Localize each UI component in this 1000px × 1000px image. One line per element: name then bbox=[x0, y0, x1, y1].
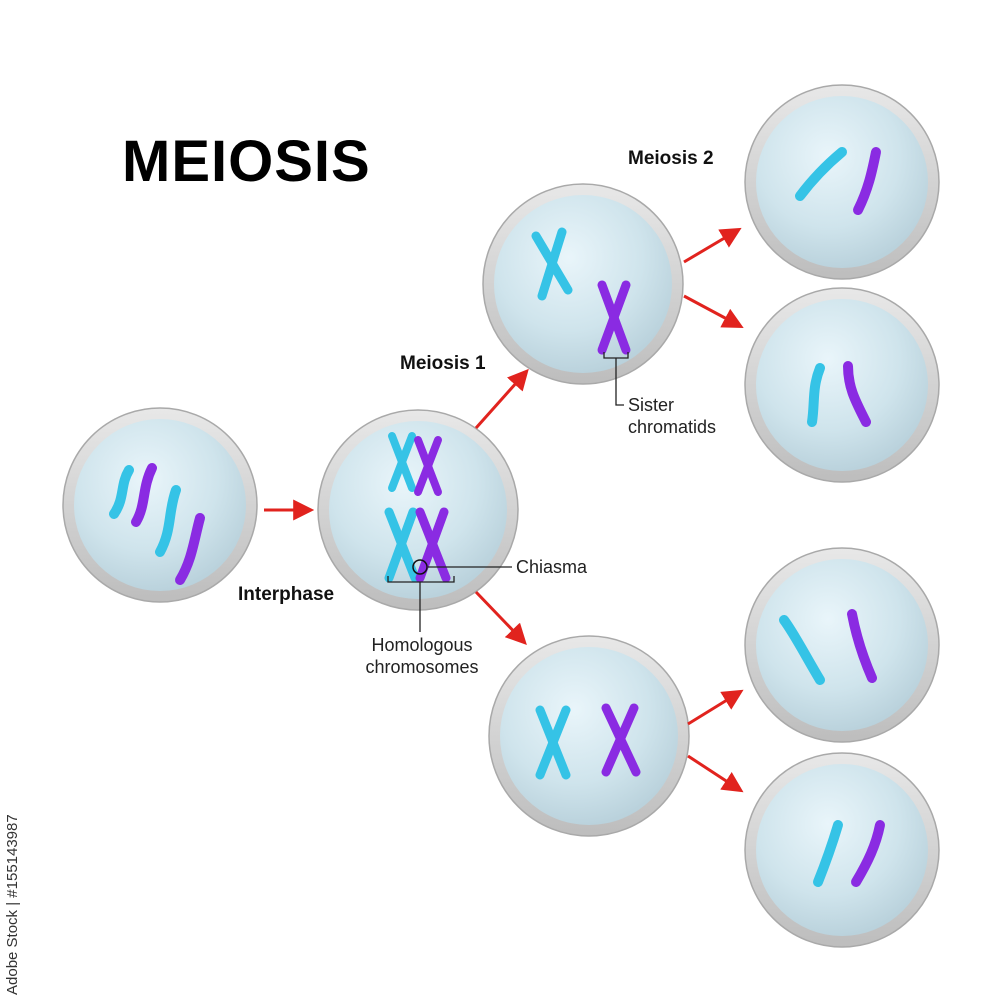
label-homologous-line2: chromosomes bbox=[365, 657, 479, 677]
label-meiosis2: Meiosis 2 bbox=[628, 148, 714, 169]
cell-interphase bbox=[62, 407, 258, 603]
label-homologous-line1: Homologous bbox=[371, 635, 473, 655]
chromosomes-bottom-daughter bbox=[535, 703, 641, 780]
homologous-bracket bbox=[387, 576, 455, 583]
cell-meiosis1-parent bbox=[317, 409, 519, 611]
sister-chromatids-leader bbox=[615, 358, 624, 406]
arrow-top-to-m2-1 bbox=[683, 227, 742, 264]
label-sister-chromatids: Sister chromatids bbox=[628, 394, 716, 438]
chromosomes-interphase bbox=[109, 463, 205, 585]
cell-meiosis2-2 bbox=[744, 287, 940, 483]
label-homologous-chromosomes: Homologous chromosomes bbox=[360, 634, 484, 678]
arrow-meiosis1-to-top bbox=[474, 368, 529, 429]
arrow-meiosis1-to-bottom bbox=[474, 590, 527, 646]
label-chiasma: Chiasma bbox=[516, 557, 588, 577]
label-interphase: Interphase bbox=[238, 584, 335, 605]
arrow-bottom-to-m2-4 bbox=[687, 754, 744, 793]
arrow-bottom-to-m2-3 bbox=[687, 689, 744, 726]
chromosomes-top-daughter bbox=[531, 227, 631, 355]
annotation-lines bbox=[387, 352, 629, 632]
chiasma-marker bbox=[412, 559, 428, 575]
cell-meiosis2-1 bbox=[744, 84, 940, 280]
label-sister-chromatids-line2: chromatids bbox=[628, 417, 717, 437]
cell-meiosis1-top-daughter bbox=[482, 183, 684, 385]
arrows bbox=[264, 227, 744, 793]
cell-meiosis2-3 bbox=[744, 547, 940, 743]
arrow-top-to-m2-2 bbox=[683, 294, 744, 328]
cell-meiosis1-bottom-daughter bbox=[488, 635, 690, 837]
label-sister-chromatids-line1: Sister bbox=[628, 395, 675, 415]
label-meiosis1: Meiosis 1 bbox=[400, 353, 486, 374]
stock-watermark: Adobe Stock | #155143987 bbox=[4, 814, 21, 995]
cell-meiosis2-4 bbox=[744, 752, 940, 948]
diagram-title: MEIOSIS bbox=[122, 129, 371, 194]
